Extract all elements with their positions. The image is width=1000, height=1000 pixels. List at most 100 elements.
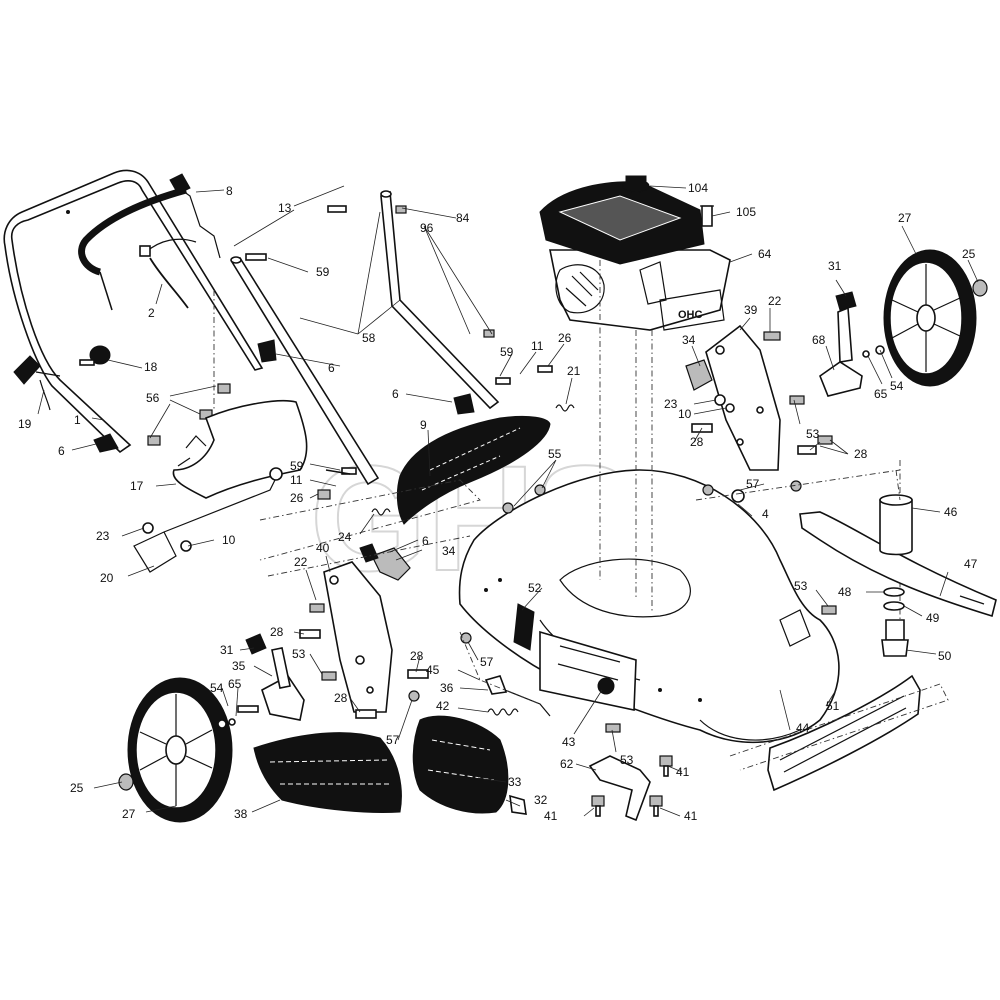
callout-label: 57	[746, 477, 760, 491]
lower-handle-right	[380, 190, 500, 410]
rear-bracket-39	[705, 324, 781, 471]
bracket-62	[588, 755, 651, 822]
callout-label: 26	[290, 491, 304, 505]
callout-label: 96	[420, 221, 434, 235]
callout-label: 54	[890, 379, 904, 393]
callout-label: 27	[898, 211, 912, 225]
callout-label: 13	[278, 201, 292, 215]
control-bail	[169, 173, 221, 259]
callout-label: 59	[500, 345, 514, 359]
callout-label: 34	[682, 333, 696, 347]
handle-knob-6-right	[453, 393, 475, 415]
callout-label: 21	[567, 364, 581, 378]
callout-label: 48	[838, 585, 852, 599]
height-adjuster-68	[819, 291, 863, 397]
callout-label: 28	[410, 649, 424, 663]
callout-label: 28	[270, 625, 284, 639]
control-wire	[139, 238, 197, 309]
callout-labels: 1 2 4 6 6 6 6 8 9 10 10 11 11 13 17 18 1…	[18, 181, 978, 823]
front-wheel-27-left	[118, 677, 236, 823]
bolts-41	[591, 755, 673, 817]
blade-adapter-46	[879, 494, 913, 556]
rod-36-42	[484, 675, 551, 717]
handle-knob-18	[79, 345, 111, 366]
callout-label: 54	[210, 681, 224, 695]
callout-label: 19	[18, 417, 32, 431]
bag-adapter-33	[412, 715, 527, 815]
mower-deck-44	[458, 469, 840, 744]
callout-label: 57	[386, 733, 400, 747]
upper-handle	[3, 169, 264, 454]
blade-bolt-50	[881, 619, 909, 657]
callout-label: 65	[228, 677, 242, 691]
engine-axis-dashes	[599, 260, 901, 620]
mulch-deflector-38	[253, 732, 402, 813]
callout-label: 39	[744, 303, 758, 317]
callout-label: 26	[558, 331, 572, 345]
discharge-door-17	[172, 399, 308, 499]
callout-label: 23	[664, 397, 678, 411]
callout-label: 59	[316, 265, 330, 279]
callout-label: 56	[146, 391, 160, 405]
callout-label: 28	[690, 435, 704, 449]
callout-label: 42	[436, 699, 450, 713]
callout-label: 57	[480, 655, 494, 669]
callout-label: 34	[442, 544, 456, 558]
callout-label: 2	[148, 306, 155, 320]
callout-label: 6	[328, 361, 335, 375]
callout-label: 49	[926, 611, 940, 625]
callout-label: 41	[684, 809, 698, 823]
lower-handle-left	[230, 256, 380, 486]
callout-label: 33	[508, 775, 522, 789]
bolt-105	[700, 205, 714, 227]
mulch-plug-9	[396, 415, 551, 525]
callout-label: 105	[736, 205, 756, 219]
callout-label: 9	[420, 418, 427, 432]
callout-label: 41	[544, 809, 558, 823]
leader-lines	[37, 185, 979, 817]
callout-label: 10	[678, 407, 692, 421]
callout-label: 41	[676, 765, 690, 779]
callout-label: 25	[962, 247, 976, 261]
callout-label: 8	[226, 184, 233, 198]
callout-label: 59	[290, 459, 304, 473]
callout-label: 58	[362, 331, 376, 345]
rear-wheel-27-right	[862, 249, 988, 387]
callout-label: 84	[456, 211, 470, 225]
callout-label: 4	[762, 507, 769, 521]
callout-label: 51	[826, 699, 840, 713]
callout-label: 47	[964, 557, 978, 571]
callout-label: 32	[534, 793, 548, 807]
callout-label: 38	[234, 807, 248, 821]
callout-label: 68	[812, 333, 826, 347]
callout-label: 40	[316, 541, 330, 555]
washers-48-49	[883, 587, 905, 611]
assembly-guides	[213, 290, 949, 771]
callout-label: 28	[854, 447, 868, 461]
callout-label: 53	[806, 427, 820, 441]
spring-21	[555, 404, 575, 412]
callout-label: 11	[290, 473, 303, 487]
front-bracket-40	[323, 561, 393, 713]
hardware-bolts-handle	[147, 205, 553, 500]
callout-label: 46	[944, 505, 958, 519]
callout-label: 62	[560, 757, 574, 771]
throttle-cable	[78, 186, 187, 311]
callout-label: 53	[292, 647, 306, 661]
handle-knob-6-left	[93, 433, 119, 453]
callout-label: 6	[422, 534, 429, 548]
spring-24	[371, 508, 391, 516]
callout-label: 25	[70, 781, 84, 795]
callout-label: 44	[796, 721, 810, 735]
callout-label: 24	[338, 530, 352, 544]
callout-label: 6	[392, 387, 399, 401]
callout-label: 45	[426, 663, 440, 677]
callout-label: 17	[130, 479, 144, 493]
callout-label: 20	[100, 571, 114, 585]
callout-label: 64	[758, 247, 772, 261]
handle-knob-6-mid	[257, 339, 277, 363]
engine-64: OHC	[539, 175, 731, 331]
callout-label: 31	[828, 259, 842, 273]
height-adjuster-35	[237, 633, 305, 721]
